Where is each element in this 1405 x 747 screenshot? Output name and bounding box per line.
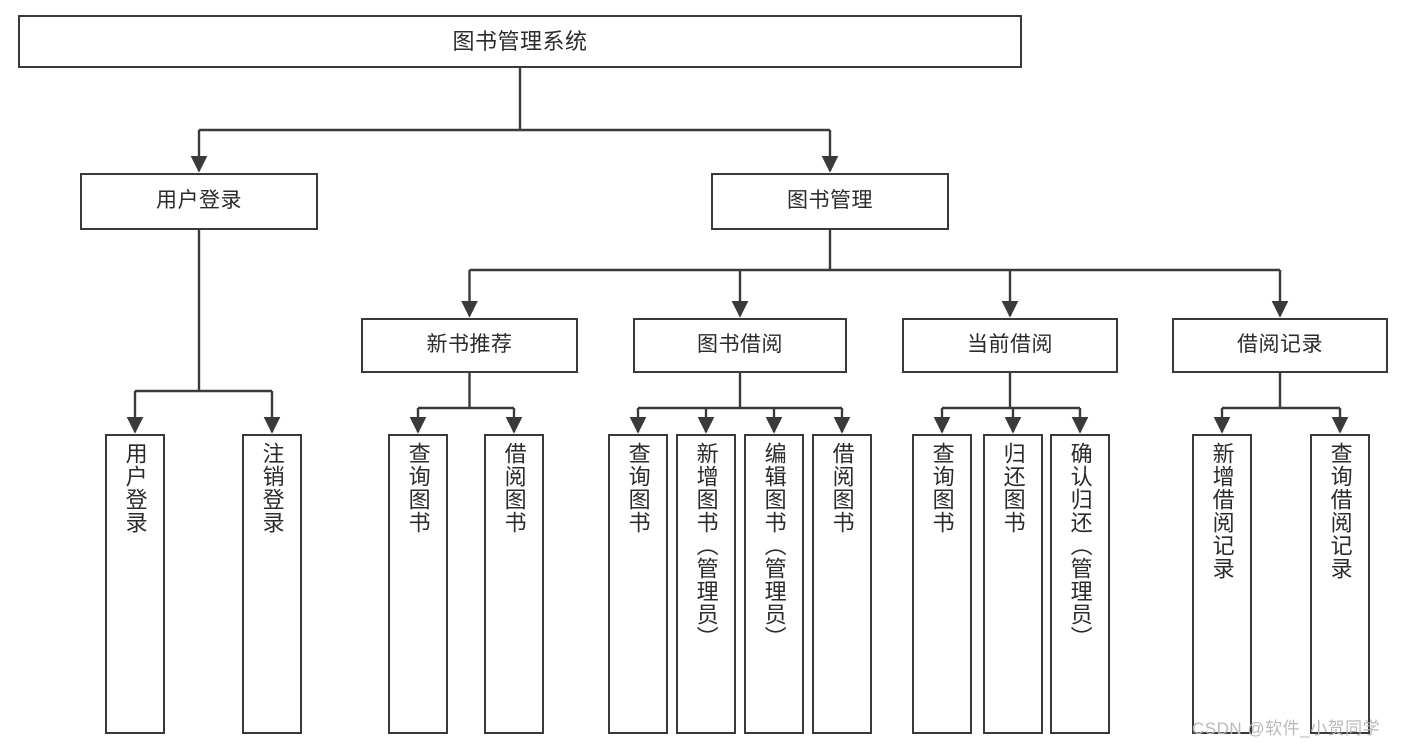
node-level2-0-label: 用户登录 [156, 189, 242, 213]
node-leaf-0-label: 用户登录 [122, 442, 148, 534]
node-level3-1[interactable]: 图书借阅 [633, 318, 847, 373]
node-level3-2-label: 当前借阅 [967, 333, 1053, 357]
node-level2-1[interactable]: 图书管理 [711, 173, 949, 230]
node-leaf-5[interactable]: 新增图书（管理员） [676, 434, 736, 734]
node-root-system-label: 图书管理系统 [452, 28, 588, 54]
node-level2-0[interactable]: 用户登录 [80, 173, 318, 230]
node-leaf-2[interactable]: 查询图书 [388, 434, 448, 734]
node-leaf-5-label: 新增图书（管理员） [693, 442, 719, 649]
node-leaf-6[interactable]: 编辑图书（管理员） [744, 434, 804, 734]
node-leaf-3-label: 借阅图书 [501, 442, 527, 534]
node-root-system[interactable]: 图书管理系统 [18, 15, 1022, 68]
node-level3-0[interactable]: 新书推荐 [361, 318, 578, 373]
csdn-watermark: CSDN @软件_小贺同学 [1192, 719, 1381, 738]
node-leaf-6-label: 编辑图书（管理员） [761, 442, 787, 649]
node-leaf-12-label: 查询借阅记录 [1327, 442, 1353, 580]
node-level3-3-label: 借阅记录 [1237, 333, 1323, 357]
node-leaf-11-label: 新增借阅记录 [1209, 442, 1235, 580]
node-leaf-1-label: 注销登录 [259, 442, 285, 534]
node-leaf-1[interactable]: 注销登录 [242, 434, 302, 734]
node-leaf-4-label: 查询图书 [625, 442, 651, 534]
node-level2-1-label: 图书管理 [787, 189, 873, 213]
node-level3-2[interactable]: 当前借阅 [902, 318, 1118, 373]
node-leaf-7-label: 借阅图书 [829, 442, 855, 534]
node-leaf-8-label: 查询图书 [929, 442, 955, 534]
node-leaf-2-label: 查询图书 [405, 442, 431, 534]
node-level3-3[interactable]: 借阅记录 [1172, 318, 1388, 373]
node-leaf-11[interactable]: 新增借阅记录 [1192, 434, 1252, 734]
node-leaf-12[interactable]: 查询借阅记录 [1310, 434, 1370, 734]
node-leaf-10[interactable]: 确认归还（管理员） [1050, 434, 1110, 734]
node-level3-1-label: 图书借阅 [697, 333, 783, 357]
node-leaf-4[interactable]: 查询图书 [608, 434, 668, 734]
node-leaf-10-label: 确认归还（管理员） [1067, 442, 1093, 649]
node-leaf-8[interactable]: 查询图书 [912, 434, 972, 734]
node-leaf-9[interactable]: 归还图书 [983, 434, 1043, 734]
node-leaf-7[interactable]: 借阅图书 [812, 434, 872, 734]
node-leaf-9-label: 归还图书 [1000, 442, 1026, 534]
node-leaf-3[interactable]: 借阅图书 [484, 434, 544, 734]
node-leaf-0[interactable]: 用户登录 [105, 434, 165, 734]
node-level3-0-label: 新书推荐 [426, 333, 513, 357]
